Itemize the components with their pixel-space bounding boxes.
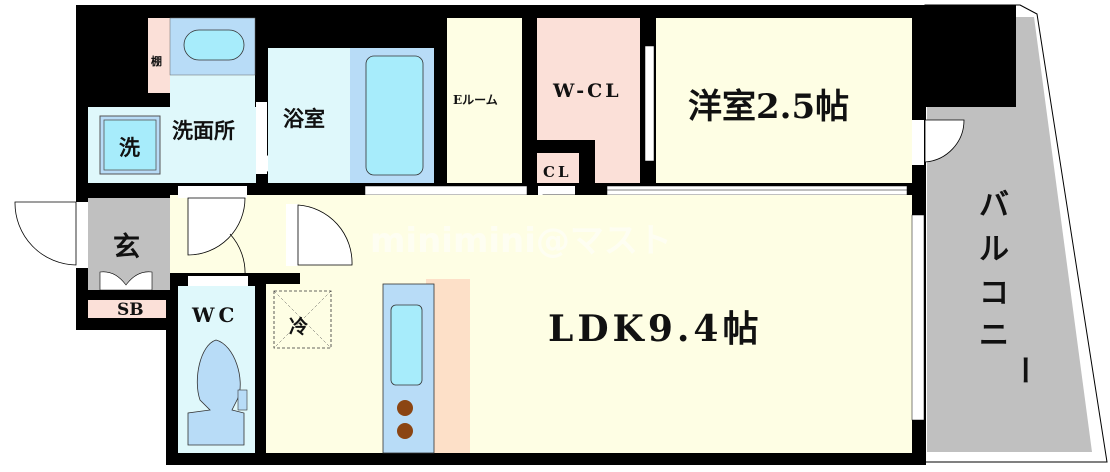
bathtub	[365, 55, 424, 176]
room-label-e-room: Eルーム	[453, 93, 498, 107]
watermark: minimini@マスト	[370, 221, 672, 261]
washroom-door	[178, 186, 247, 198]
toilet-tank-handle	[237, 389, 248, 411]
wcl-sliding-door	[644, 45, 655, 162]
balcony-door-swing	[924, 119, 965, 163]
ldk-door	[286, 204, 298, 266]
fridge-label: 冷	[289, 315, 308, 338]
wall-top-right	[912, 5, 1016, 107]
room-label-walk-in-closet: W-CL	[552, 80, 622, 102]
shoebox-doors	[99, 271, 153, 291]
e-room-floor	[447, 18, 522, 183]
bath-door	[256, 102, 267, 174]
svg-text:ル: ル	[979, 232, 1009, 267]
cl-door	[538, 186, 575, 195]
svg-text:ニ: ニ	[979, 318, 1009, 353]
ldk-window	[911, 214, 925, 421]
balcony-door	[912, 120, 924, 165]
room-label-ldk: LDK9.4帖	[548, 308, 762, 350]
bathroom-floor	[268, 48, 350, 183]
ldk-floor	[266, 284, 912, 453]
stove-burner-icon	[397, 400, 413, 416]
balcony-floor-top	[1016, 17, 1036, 107]
room-label-toilet: WC	[191, 303, 238, 327]
closet-floor	[537, 153, 579, 183]
ldk-door-swing	[297, 204, 353, 266]
balcony-floor	[927, 17, 1092, 452]
room-label-washroom: 洗面所	[172, 118, 235, 143]
shelf	[148, 18, 170, 93]
entry-door-swing	[14, 201, 77, 266]
sliding-partition	[364, 185, 528, 196]
basin	[183, 29, 245, 61]
fridge-cross	[273, 290, 332, 349]
toilet-door	[188, 276, 248, 286]
washroom-door-swing	[187, 197, 246, 256]
sliding-partition	[606, 185, 908, 196]
washer-label: 洗	[119, 135, 140, 160]
room-label-shelf: 棚	[151, 54, 162, 68]
washer-inner	[103, 119, 157, 171]
room-label-entrance: 玄	[113, 231, 140, 263]
western-room-floor	[656, 18, 912, 183]
ldk-floor	[300, 195, 912, 285]
entry-door	[76, 202, 88, 268]
fridge-space	[273, 290, 332, 349]
svg-text:バ: バ	[979, 188, 1009, 223]
room-label-closet: CL	[543, 163, 572, 181]
kitchen-sink	[390, 304, 423, 386]
svg-text:ー: ー	[1006, 355, 1041, 385]
svg-text:コ: コ	[979, 276, 1009, 311]
room-label-shoe-box: SB	[117, 300, 144, 320]
toilet-bowl	[187, 339, 245, 446]
stove-burner-icon	[397, 423, 413, 439]
room-label-bathroom: 浴室	[283, 106, 325, 131]
shoe-box	[88, 300, 166, 318]
room-label-balcony: バ ル コ ニ ー	[979, 188, 1041, 385]
room-label-western-room: 洋室2.5帖	[688, 87, 849, 127]
toilet-door-swing	[229, 233, 246, 277]
